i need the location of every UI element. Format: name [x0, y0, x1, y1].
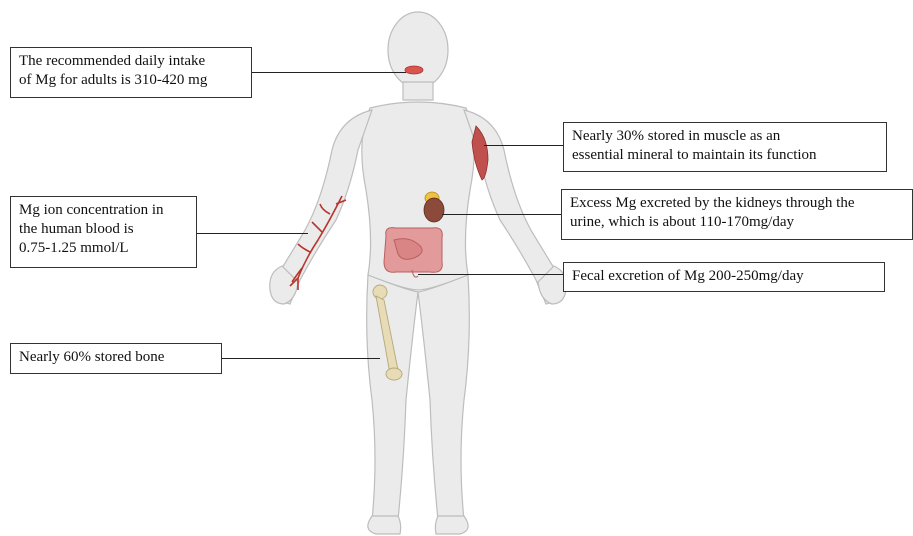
kidney-line-1: Excess Mg excreted by the kidneys throug… [570, 194, 904, 213]
kidney-label-box: Excess Mg excreted by the kidneys throug… [561, 189, 913, 240]
fecal-connector [418, 274, 564, 275]
kidney-connector [442, 214, 562, 215]
muscle-line-2: essential mineral to maintain its functi… [572, 146, 878, 165]
muscle-line-1: Nearly 30% stored in muscle as an [572, 127, 878, 146]
bone-line-1: Nearly 60% stored bone [19, 348, 213, 367]
muscle-label-box: Nearly 30% stored in muscle as an essent… [563, 122, 887, 172]
lips-icon [405, 66, 423, 74]
blood-label-box: Mg ion concentration in the human blood … [10, 196, 197, 268]
body-silhouette [270, 12, 567, 534]
intake-line-1: The recommended daily intake [19, 52, 243, 71]
intake-label-box: The recommended daily intake of Mg for a… [10, 47, 252, 98]
intake-line-2: of Mg for adults is 310-420 mg [19, 71, 243, 90]
kidney-line-2: urine, which is about 110-170mg/day [570, 213, 904, 232]
intestine-icon [384, 228, 442, 277]
blood-line-2: the human blood is [19, 220, 188, 239]
bone-label-box: Nearly 60% stored bone [10, 343, 222, 374]
kidney-icon [424, 198, 444, 222]
intake-connector [251, 72, 406, 73]
blood-line-3: 0.75-1.25 mmol/L [19, 239, 188, 258]
blood-connector [196, 233, 308, 234]
fecal-line-1: Fecal excretion of Mg 200-250mg/day [572, 267, 876, 286]
fecal-label-box: Fecal excretion of Mg 200-250mg/day [563, 262, 885, 292]
blood-line-1: Mg ion concentration in [19, 201, 188, 220]
muscle-connector [484, 145, 564, 146]
bone-connector [222, 358, 380, 359]
